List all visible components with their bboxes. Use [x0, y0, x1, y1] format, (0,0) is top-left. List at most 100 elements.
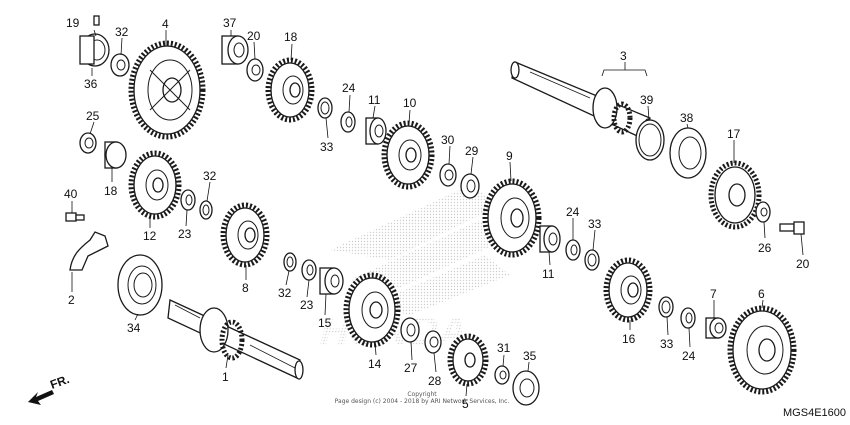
front-arrow-icon — [28, 390, 54, 405]
label-29: 29 — [465, 144, 479, 158]
part-35-bearing — [512, 370, 540, 406]
part-33-circlip-2 — [584, 249, 600, 271]
part-4-gear — [128, 40, 206, 140]
copyright-line2: Page design (c) 2004 - 2018 by ARI Netwo… — [335, 398, 510, 405]
part-34-bearing — [117, 254, 163, 316]
label-31: 31 — [497, 341, 511, 355]
part-11-needle-bearing-lower — [539, 225, 561, 253]
label-9: 9 — [506, 149, 513, 163]
part-21-washer — [246, 58, 264, 82]
part-18-sprocket — [708, 160, 762, 230]
part-33-circlip — [317, 97, 333, 119]
label-37: 37 — [223, 16, 237, 30]
copyright-line1: Copyright — [407, 391, 437, 398]
part-2-plate — [69, 231, 109, 271]
label-26: 26 — [758, 241, 772, 255]
part-24-washer-3 — [680, 307, 696, 329]
label-13: 18 — [104, 184, 118, 198]
label-24-3: 24 — [682, 349, 696, 363]
label-12: 12 — [143, 229, 157, 243]
diagram-code: MGS4E1600 — [783, 407, 846, 419]
part-36-needle-bearing — [79, 33, 110, 67]
part-16-bushing — [319, 267, 344, 295]
part-23-washer-2 — [301, 259, 317, 281]
part-5-gear — [447, 333, 489, 387]
part-7-bushing — [705, 317, 727, 339]
part-14-gear — [265, 57, 315, 123]
label-28: 28 — [428, 374, 442, 388]
part-26-washer — [755, 201, 771, 223]
label-17: 16 — [622, 332, 636, 346]
part-19-dowel — [93, 15, 100, 26]
part-31-washer — [494, 365, 510, 385]
part-17-gear — [603, 257, 653, 323]
part-24-washer-2 — [565, 239, 581, 261]
front-arrow: FR. — [28, 372, 71, 405]
part-12-gear — [128, 150, 182, 220]
part-labels: 19 32 4 36 25 18 12 23 32 8 40 2 34 1 37… — [64, 16, 810, 411]
label-30: 30 — [441, 133, 455, 147]
label-24: 24 — [342, 81, 356, 95]
label-5: 5 — [462, 397, 469, 411]
part-13-bushing — [104, 141, 127, 169]
part-20-bolt — [779, 221, 805, 235]
label-6: 6 — [758, 287, 765, 301]
label-33-3: 33 — [660, 337, 674, 351]
label-21: 20 — [247, 29, 261, 43]
label-34: 34 — [127, 321, 141, 335]
label-11-lower: 11 — [542, 267, 555, 281]
part-30-washer — [439, 163, 457, 187]
label-20: 20 — [796, 257, 810, 271]
part-33-circlip-3 — [658, 296, 674, 318]
label-27: 27 — [404, 361, 418, 375]
part-3-mainshaft — [510, 61, 653, 141]
label-18: 17 — [727, 127, 741, 141]
label-8: 8 — [242, 281, 249, 295]
label-11: 11 — [368, 93, 381, 107]
part-6-gear — [727, 305, 797, 395]
label-38: 38 — [680, 111, 694, 125]
label-32: 32 — [203, 169, 217, 183]
label-32-2: 32 — [278, 286, 292, 300]
label-10: 10 — [403, 96, 417, 110]
label-19: 19 — [66, 16, 80, 30]
part-11-needle-bearing — [365, 117, 387, 145]
label-39: 39 — [640, 93, 654, 107]
label-33-2: 33 — [588, 217, 602, 231]
label-14: 18 — [284, 30, 298, 44]
label-16: 15 — [318, 316, 332, 330]
part-32-circlip — [199, 200, 213, 220]
part-37-needle-bearing — [221, 35, 249, 65]
part-27-lock-washer — [400, 317, 420, 343]
part-10-gear — [381, 120, 435, 190]
label-3: 3 — [620, 49, 627, 63]
leader-lines — [71, 29, 804, 397]
part-40-bolt — [65, 212, 85, 222]
part-28-washer — [424, 330, 442, 354]
part-24-washer — [340, 111, 356, 133]
part-38-bearing — [669, 127, 707, 179]
part-8-gear — [220, 202, 270, 268]
label-35: 35 — [523, 349, 537, 363]
label-24-2: 24 — [566, 205, 580, 219]
part-1-countershaft — [167, 299, 304, 380]
label-36: 36 — [84, 77, 98, 91]
part-22-washer — [110, 53, 130, 77]
label-23-2: 23 — [300, 298, 314, 312]
part-29-lock-washer — [460, 173, 480, 199]
label-2: 2 — [68, 293, 75, 307]
label-7: 7 — [710, 287, 717, 301]
label-4: 4 — [162, 17, 169, 31]
label-1: 1 — [222, 370, 229, 384]
part-25-washer — [79, 132, 97, 154]
part-32-circlip-2 — [283, 252, 297, 272]
label-23: 23 — [178, 227, 192, 241]
label-15: 14 — [368, 357, 382, 371]
part-23-washer — [180, 189, 196, 211]
label-33: 33 — [320, 140, 334, 154]
label-25: 25 — [86, 109, 100, 123]
label-40: 40 — [64, 187, 78, 201]
front-label: FR. — [48, 372, 71, 392]
part-39-circlip — [635, 119, 665, 161]
